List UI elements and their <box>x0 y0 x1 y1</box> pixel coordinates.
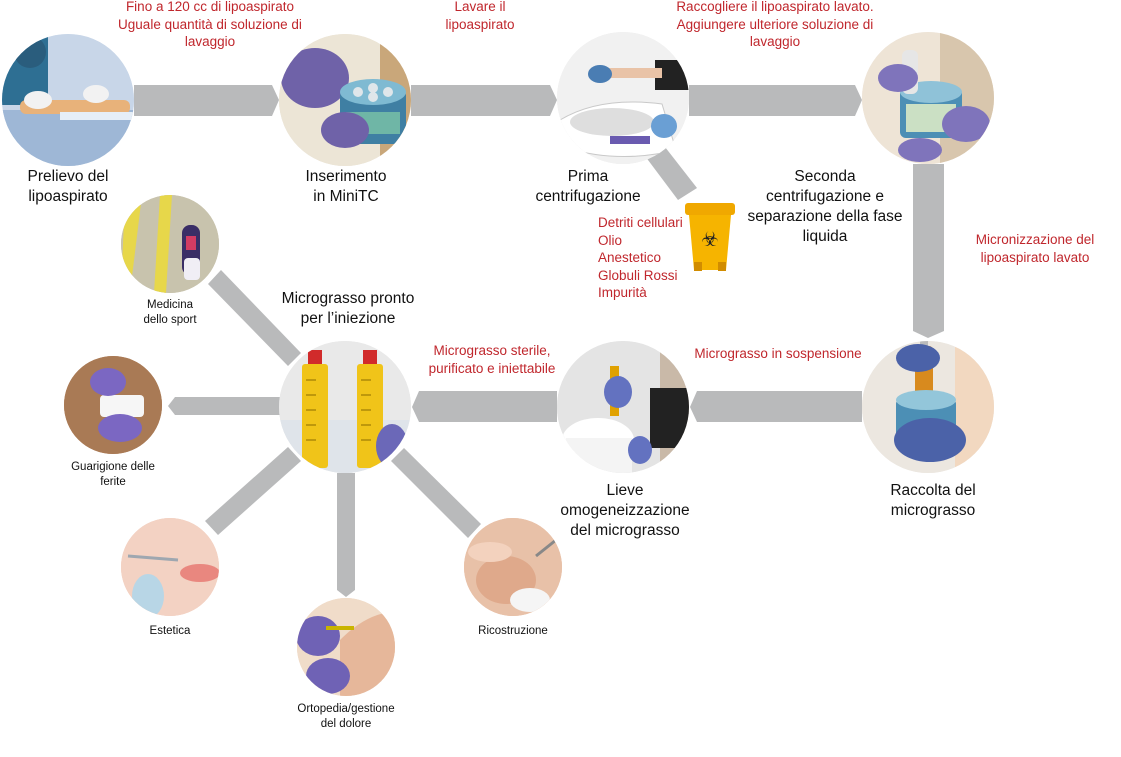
step-6-label: Lieve omogeneizzazione del micrograsso <box>560 482 690 540</box>
minitc-container-icon <box>862 32 994 164</box>
app-recon-label: Ricostruzione <box>478 625 548 637</box>
app-aesthetic-image <box>121 518 219 616</box>
app-wound-image <box>64 356 162 454</box>
knee-injection-icon <box>297 598 395 696</box>
arrow-to-sport <box>208 270 301 366</box>
step-4-image <box>862 32 994 164</box>
step-4-label: Seconda centrifugazione e separazione de… <box>747 168 903 246</box>
arrow-s2-s3 <box>411 85 557 116</box>
centrifuge-icon <box>557 32 689 164</box>
running-shoe-icon <box>121 195 219 293</box>
step-5-label: Raccolta del micrograsso <box>890 482 976 520</box>
step-3-label: Prima centrifugazione <box>535 168 641 206</box>
connectors <box>134 85 944 597</box>
waste-list: Detriti cellulari Olio Anestetico Globul… <box>598 215 683 301</box>
surgeon-icon <box>2 34 134 166</box>
bandage-icon <box>64 356 162 454</box>
note-4: Micronizzazione del lipoaspirato lavato <box>975 232 1095 265</box>
minitc-container-icon <box>279 34 411 166</box>
arrow-s4-s5 <box>913 164 944 338</box>
arrow-to-recon <box>391 448 481 538</box>
app-ortho-image <box>297 598 395 696</box>
biohazard-bin-icon: ☣ <box>685 203 735 271</box>
arrow-to-ortho <box>337 473 355 597</box>
note-5: Micrograsso in sospensione <box>694 346 862 361</box>
step-1-image <box>2 34 134 166</box>
app-sport-label: Medicina dello sport <box>143 299 197 326</box>
app-recon-image <box>464 518 562 616</box>
arrow-s3-s4 <box>689 85 862 116</box>
arrow-to-wound <box>168 397 280 415</box>
arrow-s1-s2 <box>134 85 279 116</box>
arrow-s5-s6 <box>690 391 862 422</box>
step-2-image <box>279 34 411 166</box>
note-2: Lavare il lipoaspirato <box>445 0 515 32</box>
step-7-label: Micrograsso pronto per l’iniezione <box>281 290 415 328</box>
step-2-label: Inserimento in MiniTC <box>305 168 387 206</box>
app-wound-label: Guarigione delle ferite <box>71 461 155 488</box>
step-1-label: Prelievo del lipoaspirato <box>27 168 109 206</box>
arrow-to-aesthetic <box>205 447 301 535</box>
arrow-s6-s7 <box>412 391 557 422</box>
step-6-image <box>557 341 689 473</box>
step-5-image <box>862 341 994 473</box>
note-6: Micrograsso sterile, purificato e iniett… <box>428 343 556 376</box>
vortex-icon <box>557 341 689 473</box>
breast-injection-icon <box>464 518 562 616</box>
syringe-collection-icon <box>862 341 994 473</box>
note-3: Raccogliere il lipoaspirato lavato. Aggi… <box>676 0 874 50</box>
app-sport-image <box>121 195 219 293</box>
step-3-image <box>557 32 689 164</box>
face-injection-icon <box>121 518 219 616</box>
note-1: Fino a 120 cc di lipoaspirato Uguale qua… <box>118 0 302 50</box>
svg-text:☣: ☣ <box>701 227 719 251</box>
app-aesthetic-label: Estetica <box>149 625 191 637</box>
syringes-icon <box>279 341 411 473</box>
app-ortho-label: Ortopedia/gestione del dolore <box>297 703 395 730</box>
step-7-image <box>279 341 411 473</box>
